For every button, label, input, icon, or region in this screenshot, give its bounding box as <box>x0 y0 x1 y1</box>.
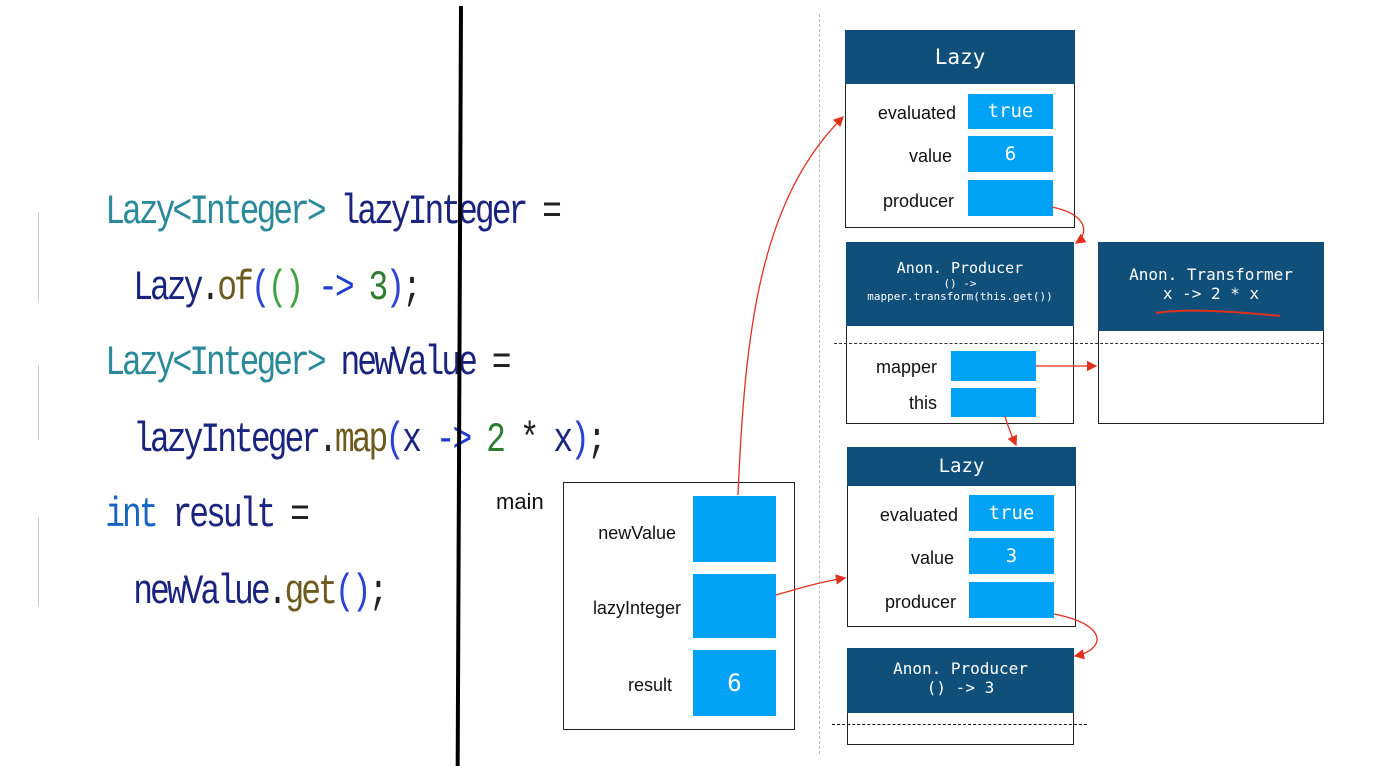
anon-producer-top-title: Anon. Producer <box>896 259 1024 277</box>
field-label-value: value <box>908 146 952 166</box>
lazyinteger-cell <box>693 574 776 638</box>
field-label-mapper: mapper <box>875 357 937 377</box>
field-label-newvalue: newValue <box>598 523 676 543</box>
separator-dashed-line-bottom <box>832 724 1087 725</box>
code-line-6: newValue.get(); <box>133 569 388 616</box>
indent-guide <box>38 517 39 607</box>
field-label-value: value <box>910 548 954 568</box>
anon-producer-bottom-title: Anon. Producer <box>893 659 1028 678</box>
arrow-producer-to-anon-producer <box>1051 206 1087 244</box>
anon-producer-bottom-header: Anon. Producer () -> 3 <box>847 648 1074 713</box>
evaluated-cell: true <box>968 94 1053 129</box>
evaluated-cell: true <box>969 495 1054 531</box>
value-cell: 3 <box>969 538 1054 574</box>
field-label-producer: producer <box>882 191 954 211</box>
indent-guide <box>38 365 39 440</box>
this-cell <box>951 388 1036 417</box>
separator-dashed-line <box>834 343 1324 344</box>
anon-transformer-header: Anon. Transformer x -> 2 * x <box>1098 242 1324 331</box>
producer-cell <box>969 582 1054 618</box>
anon-producer-bottom-box: Anon. Producer () -> 3 <box>847 648 1074 745</box>
anon-transformer-title: Anon. Transformer <box>1129 265 1293 284</box>
lazy-bottom-box: Lazy evaluated true value 3 producer <box>847 447 1076 627</box>
code-line-5: int result = <box>105 492 310 539</box>
anon-transformer-box: Anon. Transformer x -> 2 * x <box>1098 242 1324 424</box>
arrow-newvalue-to-lazy <box>737 116 844 496</box>
anon-producer-bottom-lambda: () -> 3 <box>926 678 995 697</box>
arrow-this-to-lazy <box>1004 415 1018 447</box>
indent-guide <box>38 212 39 302</box>
value-cell: 6 <box>968 136 1053 172</box>
lazy-top-box: Lazy evaluated true value 6 producer <box>845 30 1075 228</box>
code-panel: Lazy<Integer> lazyInteger = Lazy.of(() -… <box>0 0 607 766</box>
anon-producer-top-line3: mapper.transform(this.get()) <box>867 290 1053 303</box>
field-label-result: result <box>627 675 672 695</box>
code-line-3: Lazy<Integer> newValue = <box>105 340 511 387</box>
mapper-cell <box>951 351 1036 381</box>
code-line-4: lazyInteger.map(x -> 2 * x); <box>133 417 607 464</box>
anon-producer-top-box: Anon. Producer () -> mapper.transform(th… <box>846 242 1074 424</box>
code-line-1: Lazy<Integer> lazyInteger = <box>105 189 562 236</box>
field-label-evaluated: evaluated <box>877 103 956 123</box>
lazy-bottom-header: Lazy <box>847 447 1076 486</box>
anon-producer-top-header: Anon. Producer () -> mapper.transform(th… <box>846 242 1074 326</box>
main-frame: newValue lazyInteger result 6 <box>563 482 795 730</box>
arrow-lazyinteger-to-lazy <box>775 574 847 596</box>
anon-transformer-lambda: x -> 2 * x <box>1162 284 1260 303</box>
stack-heap-divider <box>819 14 820 754</box>
arrow-producer-to-anon-producer-bottom <box>1053 613 1098 660</box>
newvalue-cell <box>693 496 776 562</box>
field-label-this: this <box>908 393 937 413</box>
producer-cell <box>968 180 1053 216</box>
code-line-2: Lazy.of(() -> 3); <box>133 265 422 312</box>
lambda-underline <box>1155 309 1281 317</box>
lazy-top-header: Lazy <box>845 30 1075 84</box>
field-label-lazyinteger: lazyInteger <box>592 598 681 618</box>
main-frame-label: main <box>496 489 544 514</box>
field-label-producer: producer <box>884 592 956 612</box>
result-cell: 6 <box>693 650 776 716</box>
field-label-evaluated: evaluated <box>879 505 958 525</box>
anon-producer-top-line2: () -> <box>943 277 977 290</box>
